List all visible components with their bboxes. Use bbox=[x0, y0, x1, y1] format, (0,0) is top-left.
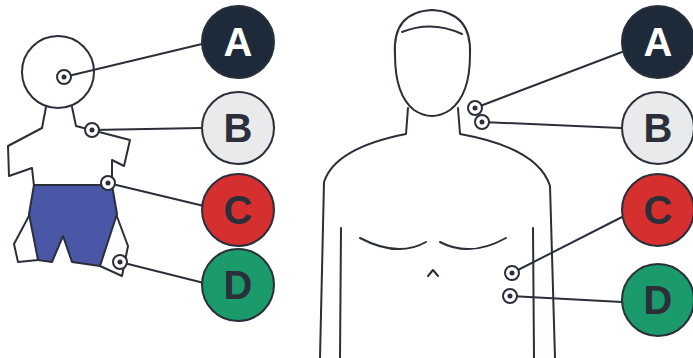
electrode bbox=[475, 115, 489, 129]
adult-body bbox=[320, 108, 555, 358]
marker-letter: C bbox=[644, 190, 673, 230]
marker-letter: C bbox=[224, 190, 253, 230]
marker-letter: A bbox=[224, 22, 253, 62]
electrode bbox=[503, 289, 517, 303]
adult-arms bbox=[340, 228, 534, 358]
electrode bbox=[57, 70, 71, 84]
chest-lines bbox=[360, 238, 506, 249]
marker-letter: B bbox=[224, 108, 253, 148]
marker-letter: A bbox=[644, 22, 673, 62]
label-circle: A bbox=[201, 5, 275, 79]
hairline bbox=[402, 26, 462, 34]
electrode bbox=[113, 255, 127, 269]
electrode bbox=[468, 101, 482, 115]
electrode bbox=[101, 176, 115, 190]
electrode bbox=[85, 123, 99, 137]
label-circle: C bbox=[621, 173, 693, 247]
electrode bbox=[505, 266, 519, 280]
label-circle: C bbox=[201, 173, 275, 247]
label-circle: B bbox=[201, 91, 275, 165]
navel bbox=[428, 270, 438, 276]
label-circle: D bbox=[621, 263, 693, 337]
label-circle: B bbox=[621, 91, 693, 165]
label-circle: D bbox=[201, 248, 275, 322]
baby-body bbox=[8, 107, 130, 186]
marker-letter: B bbox=[644, 108, 673, 148]
label-circle: A bbox=[621, 5, 693, 79]
leader-line bbox=[64, 44, 204, 283]
adult-head bbox=[395, 10, 470, 116]
marker-letter: D bbox=[644, 280, 673, 320]
marker-letter: D bbox=[224, 265, 253, 305]
leader-line bbox=[475, 52, 624, 302]
diaper bbox=[29, 185, 117, 266]
